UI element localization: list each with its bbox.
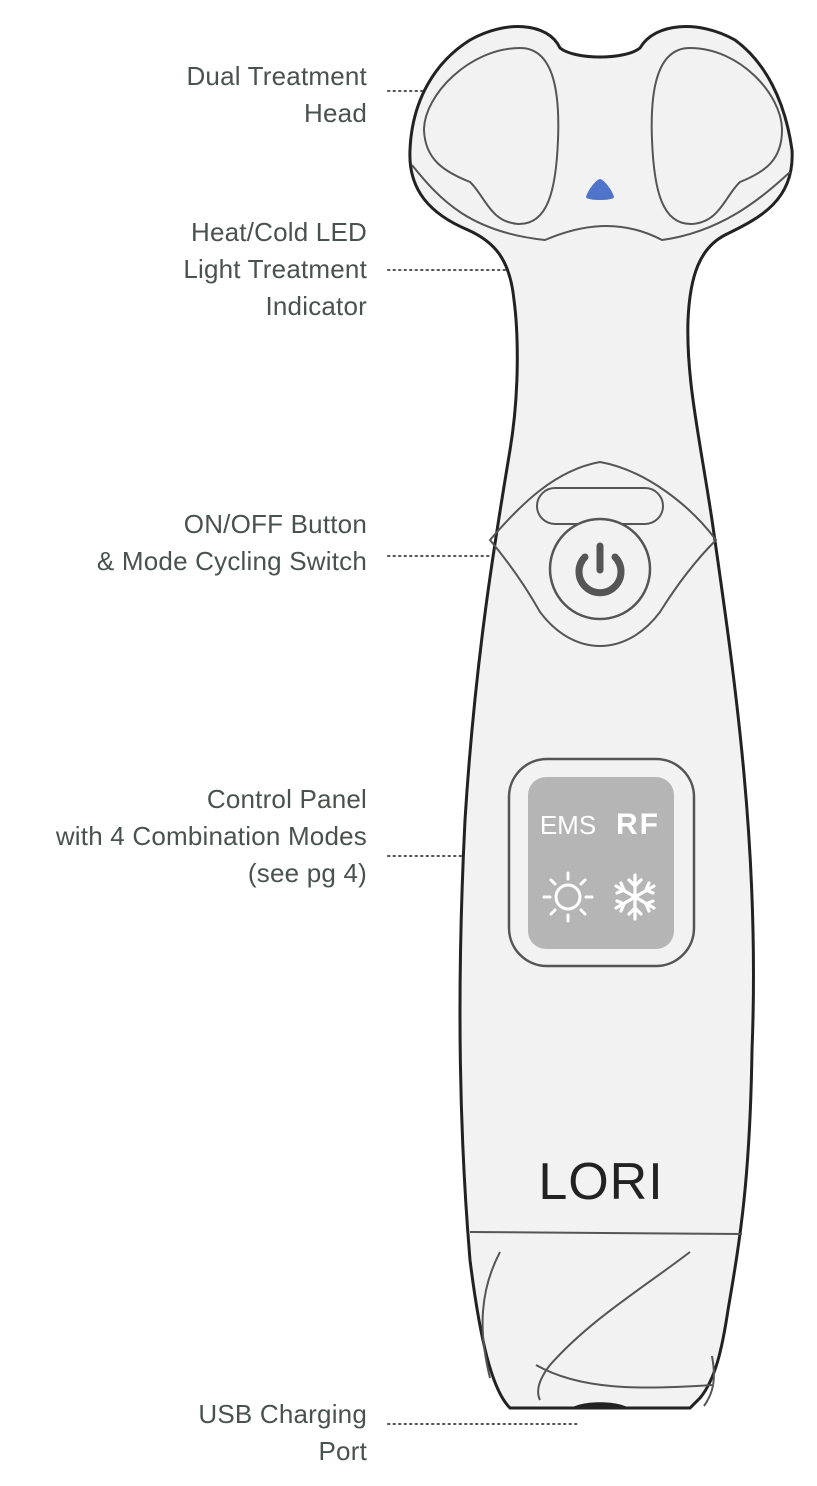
button-housing	[488, 460, 718, 648]
sun-icon	[542, 871, 594, 923]
snowflake-icon	[614, 873, 656, 921]
treatment-pad-left	[422, 46, 560, 226]
label-usb-port: USB Charging Port	[198, 1399, 367, 1466]
treatment-pad-right	[650, 46, 784, 226]
control-panel: EMS RF	[507, 757, 696, 968]
label-dual-treatment-head: Dual Treatment Head	[186, 61, 367, 128]
bottom-cap	[469, 1231, 743, 1407]
panel-label-rf: RF	[616, 808, 660, 841]
power-button[interactable]	[548, 517, 652, 621]
label-power-button: ON/OFF Button & Mode Cycling Switch	[96, 509, 367, 576]
control-panel-screen	[528, 777, 674, 949]
led-indicator-icon	[586, 179, 614, 200]
panel-label-ems: EMS	[540, 810, 596, 840]
leader-led	[387, 195, 601, 271]
usb-port	[570, 1402, 630, 1409]
device-body	[408, 25, 794, 1410]
label-control-panel: Control Panel with 4 Combination Modes (…	[55, 784, 367, 888]
brand-logo: LORI	[538, 1153, 663, 1211]
power-icon	[575, 542, 625, 597]
head-contour	[411, 164, 791, 242]
label-led-indicator: Heat/Cold LED Light Treatment Indicator	[183, 217, 367, 321]
treatment-head	[411, 46, 791, 242]
